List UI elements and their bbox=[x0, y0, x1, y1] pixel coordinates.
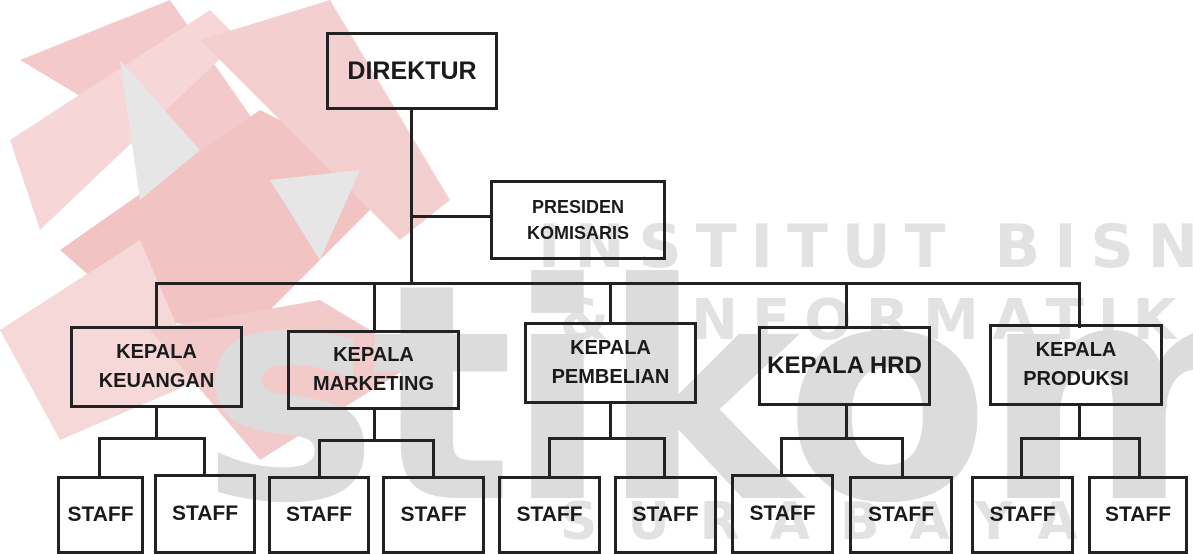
connector-line bbox=[98, 437, 206, 440]
connector-line bbox=[155, 282, 1080, 285]
connector-line bbox=[432, 439, 435, 477]
director-label: DIREKTUR bbox=[347, 56, 477, 85]
staff-label: STAFF bbox=[749, 501, 816, 525]
connector-line bbox=[318, 439, 435, 442]
connector-line bbox=[1078, 406, 1081, 440]
staff-box: STAFF bbox=[498, 476, 601, 554]
commissioner-box: PRESIDEN KOMISARIS bbox=[490, 180, 666, 260]
connector-line bbox=[901, 437, 904, 477]
staff-label: STAFF bbox=[516, 502, 583, 526]
director-box: DIREKTUR bbox=[326, 32, 498, 110]
staff-label: STAFF bbox=[171, 501, 239, 525]
staff-box: STAFF bbox=[268, 476, 370, 554]
connector-line bbox=[609, 282, 612, 324]
connector-line bbox=[780, 437, 783, 477]
department-head-label-line-2: PRODUKSI bbox=[1023, 368, 1129, 390]
connector-line bbox=[1078, 282, 1081, 328]
staff-box: STAFF bbox=[849, 476, 953, 554]
department-head-box-finance: KEPALA KEUANGAN bbox=[70, 326, 243, 408]
staff-box: STAFF bbox=[382, 476, 485, 554]
connector-line bbox=[609, 404, 612, 439]
connector-line bbox=[410, 108, 413, 284]
watermark-line-2: & INFORMATIKA bbox=[560, 288, 1193, 353]
connector-line bbox=[203, 437, 206, 477]
staff-box: STAFF bbox=[614, 476, 717, 554]
connector-line bbox=[1020, 437, 1023, 477]
staff-box: STAFF bbox=[971, 476, 1074, 554]
connector-line bbox=[1020, 437, 1141, 440]
staff-label: STAFF bbox=[400, 502, 467, 526]
connector-line bbox=[845, 406, 848, 440]
connector-line bbox=[548, 437, 551, 477]
department-head-label-line-2: MARKETING bbox=[312, 373, 435, 395]
connector-line bbox=[780, 437, 904, 440]
connector-line bbox=[1138, 437, 1141, 477]
department-head-label-line-2: KEUANGAN bbox=[98, 370, 215, 392]
department-head-box-marketing: KEPALA MARKETING bbox=[287, 330, 460, 410]
staff-box: STAFF bbox=[731, 474, 834, 554]
department-head-label-line-1: KEPALA HRD bbox=[767, 351, 922, 379]
department-head-box-purchasing: KEPALA PEMBELIAN bbox=[524, 322, 697, 404]
department-head-label-line-1: KEPALA bbox=[116, 341, 197, 363]
department-head-label-line-2: PEMBELIAN bbox=[551, 366, 670, 388]
commissioner-label-line-2: KOMISARIS bbox=[526, 223, 629, 243]
connector-line bbox=[410, 215, 490, 218]
connector-line bbox=[373, 282, 376, 332]
connector-line bbox=[548, 437, 666, 440]
watermark-city: SURABAYA bbox=[560, 492, 1108, 552]
department-head-label-line-1: KEPALA bbox=[570, 337, 651, 359]
staff-label: STAFF bbox=[67, 502, 134, 526]
commissioner-label-line-1: PRESIDEN bbox=[531, 196, 624, 217]
connector-line bbox=[98, 437, 101, 477]
connector-line bbox=[155, 408, 158, 438]
staff-label: STAFF bbox=[285, 502, 353, 526]
staff-box: STAFF bbox=[154, 474, 256, 554]
connector-line bbox=[845, 282, 848, 328]
staff-box: STAFF bbox=[57, 476, 144, 554]
connector-line bbox=[318, 439, 321, 477]
staff-label: STAFF bbox=[989, 502, 1056, 526]
connector-line bbox=[663, 437, 666, 477]
staff-label: STAFF bbox=[867, 502, 935, 526]
staff-label: STAFF bbox=[632, 502, 699, 526]
watermark-line-1: INSTITUT BISNIS bbox=[538, 212, 1193, 282]
connector-line bbox=[373, 410, 376, 440]
connector-line bbox=[155, 282, 158, 328]
staff-box: STAFF bbox=[1088, 476, 1188, 554]
staff-label: STAFF bbox=[1104, 502, 1172, 526]
department-head-box-hrd: KEPALA HRD bbox=[758, 326, 931, 406]
department-head-label-line-1: KEPALA bbox=[1035, 339, 1117, 361]
department-head-box-production: KEPALA PRODUKSI bbox=[989, 324, 1163, 406]
watermark-logo-shape bbox=[0, 0, 450, 460]
department-head-label-line-1: KEPALA bbox=[333, 344, 414, 366]
